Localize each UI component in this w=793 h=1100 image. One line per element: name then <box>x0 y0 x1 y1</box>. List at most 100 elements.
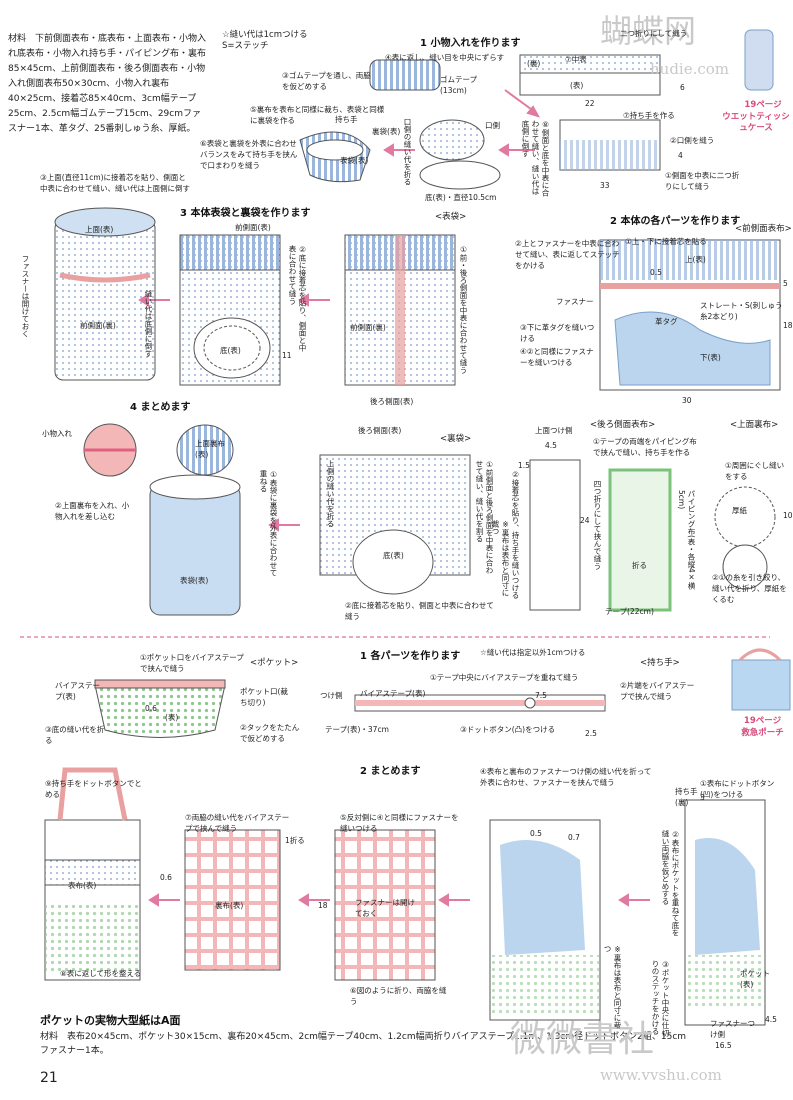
step-small-case-1: ①側面を中表に二つ折りにして縫う <box>665 171 740 191</box>
label-zipper: ファスナー <box>556 297 594 306</box>
watermark-top: 蝴蝶网 <box>600 12 697 50</box>
step-handle-1: ①テープ中央にバイアステープを重ねて縫う <box>430 673 579 682</box>
label-mouth: 口側 <box>485 121 500 130</box>
label-fold-back: 折る <box>632 561 647 570</box>
bottom-materials: 材料 表布20×45cm、ポケット30×15cm、裏布20×45cm、2cm幅テ… <box>40 1032 687 1056</box>
note-pouch-lining: ※裏布は表布と同寸に裁つ <box>603 945 622 1029</box>
front-panel-illustration <box>599 239 781 391</box>
dim-4: 4 <box>678 151 683 160</box>
label-tape-37: テープ(表)・37cm <box>325 725 389 734</box>
step-pouch-8: ⑧表に返して形を整える <box>60 969 142 978</box>
label-bottom-2: 底(表) <box>383 551 404 560</box>
step-pocket-3: ③底の縫い代を折る <box>45 725 105 745</box>
pattern-note: ポケットの実物大型紙はA面 <box>40 1014 181 1027</box>
step-pocket-1: ①ポケット口をバイアステープで挟んで縫う <box>140 653 244 673</box>
label-lining-bag: <裏袋> <box>440 434 472 444</box>
dim-18b: 18 <box>318 901 328 910</box>
section-title-pouch-parts: 1 各パーツを作ります <box>360 651 461 662</box>
label-fold: 二つ折りにして縫う <box>620 29 688 38</box>
label-top: 上面(表) <box>85 225 114 234</box>
label-back-panel: <後ろ側面表布> <box>590 420 656 430</box>
dim-24: 24 <box>580 516 590 525</box>
note-lining-size: ※裏布は表布と同寸に裁つ <box>491 520 510 597</box>
ref-page-2: 19ページ <box>743 716 782 726</box>
step-small-case-fold: 口側の縫い代を折る <box>403 118 412 186</box>
dim-05: 0.5 <box>650 268 662 277</box>
note-zipper-open: ファスナーは開けておく <box>21 255 30 338</box>
final-assembly-illustrations <box>83 423 776 616</box>
step-parts-3: ③下に革タグを縫いつける <box>520 323 595 343</box>
section-title-outer-bag: 3 本体表袋と裏袋を作ります <box>180 208 311 219</box>
seam-notes: ☆縫い代は1cmつける S=ステッチ <box>222 30 308 51</box>
note-pouch-seam: ☆縫い代は指定以外1cmつける <box>480 648 586 657</box>
step-pouch-3: ③ポケット中央に仕切りのステッチをかける <box>651 960 670 1037</box>
dim-3: 3 <box>700 793 705 802</box>
step-parts-4: ④②と同様にファスナーを縫いつける <box>520 347 594 367</box>
label-bias-tape-2: バイアステープ(表) <box>360 689 426 698</box>
small-case-illustrations <box>299 54 661 190</box>
label-tape-22: テープ(22cm) <box>605 607 654 616</box>
step-back-1: ①テープの両端をパイピング布で挟んで縫い、持ち手を作る <box>593 437 697 457</box>
step-handle-3: ③ドットボタン(凸)をつける <box>460 725 556 734</box>
label-pouch-handle: 持ち手(裏) <box>675 787 698 807</box>
dim-07: 0.7 <box>568 833 580 842</box>
step-small-case-2: ②口側を縫う <box>670 136 715 145</box>
dim-165: 16.5 <box>715 1041 732 1050</box>
step-pouch-2: ②表布にポケットを重ねて底を縫い両脇を仮どめする <box>661 830 680 937</box>
dim-45b: 4.5 <box>765 1015 777 1024</box>
label-pouch-pocket: ポケット(表) <box>740 969 770 989</box>
ref-name-1: ウエットティッシュケース <box>722 112 790 133</box>
label-handle-2: <持ち手> <box>640 658 680 668</box>
label-bottom: 底(表) <box>220 346 241 355</box>
page-number: 21 <box>40 1070 58 1086</box>
step-pouch-6: ⑥図のように折り、両脇を縫う <box>350 986 447 1006</box>
label-top-side: 上面つけ側 <box>535 426 573 435</box>
label-attach-side: つけ側 <box>320 691 343 700</box>
section-title-finish: 4 まとめます <box>130 402 191 413</box>
label-front-top: 前側面(表) <box>235 223 271 232</box>
step-outer-1: ①前・後ろ側面を中表に合わせて縫う <box>459 245 468 374</box>
step-small-case-8: ⑧側面と底を中表に合わせて縫い、縫い代は底側に倒す <box>521 120 550 197</box>
pouch-parts-illustrations <box>94 679 606 738</box>
label-front-right: 前側面(裏) <box>350 323 386 332</box>
dim-33: 33 <box>600 181 610 190</box>
label-outer-bag: <表袋> <box>435 212 467 222</box>
dim-22: 22 <box>585 99 595 108</box>
step-pouch-1: ①表布にドットボタン(凹)をつける <box>700 779 775 799</box>
section-title-pouch-assembly: 2 まとめます <box>360 766 421 777</box>
dim-45: 4.5 <box>545 441 557 450</box>
step-pouch-7: ⑦両脇の縫い代をバイアステープで挟んで縫う <box>185 813 290 833</box>
dim-05b: 0.5 <box>530 829 542 838</box>
step-small-case-7: ⑦持ち手を作る <box>623 111 675 120</box>
label-nakaomote: ⑦中表 <box>565 55 587 64</box>
label-back-1: (裏) <box>527 59 541 68</box>
step-lining-fold: 上側の縫い代を折る <box>326 460 335 528</box>
label-front-side: 前側面(裏) <box>80 321 116 330</box>
step-small-case-6: ⑥表袋と裏袋を外表に合わせバランスをみて持ち手を挟んで口まわりを縫う <box>200 139 298 170</box>
label-back-side: 後ろ側面(表) <box>370 397 414 406</box>
dim-06b: 0.6 <box>160 873 172 882</box>
step-small-case-3: ③ゴムテープを通し、両脇を仮どめする <box>282 71 371 91</box>
step-outer-2: ②底に接着芯を貼り、側面と中表に合わせて縫う <box>288 245 307 352</box>
outer-bag-illustrations <box>54 207 456 386</box>
label-fold-1: 1折る <box>285 836 305 845</box>
label-pouch-lining: 裏布(表) <box>215 901 244 910</box>
dim-30: 30 <box>682 396 692 405</box>
step-top-2: ②①の糸を引き絞り、縫い代を折り、厚紙をくるむ <box>712 573 787 604</box>
watermark-bottom: 微微書社 <box>510 1019 655 1060</box>
label-outer-2: 表袋(表) <box>180 576 209 585</box>
step-parts-1: ①上・下に接着芯を貼る <box>625 237 707 246</box>
label-lining: 裏袋(表) <box>372 127 401 136</box>
dim-15: 1.5 <box>518 461 530 470</box>
label-elastic: ゴムテープ(13cm) <box>440 75 478 95</box>
dim-5: 5 <box>783 279 788 288</box>
dim-11: 11 <box>282 351 292 360</box>
label-leather-tag: 革タグ <box>655 317 678 326</box>
dim-10: 10 <box>783 511 793 520</box>
pouch-assembly-illustrations <box>44 767 766 1026</box>
label-outer: 表袋(表) <box>340 156 369 165</box>
label-front-1: (表) <box>570 81 584 90</box>
watermark-sub: hudie.com <box>650 60 730 78</box>
dim-18: 18 <box>783 321 793 330</box>
